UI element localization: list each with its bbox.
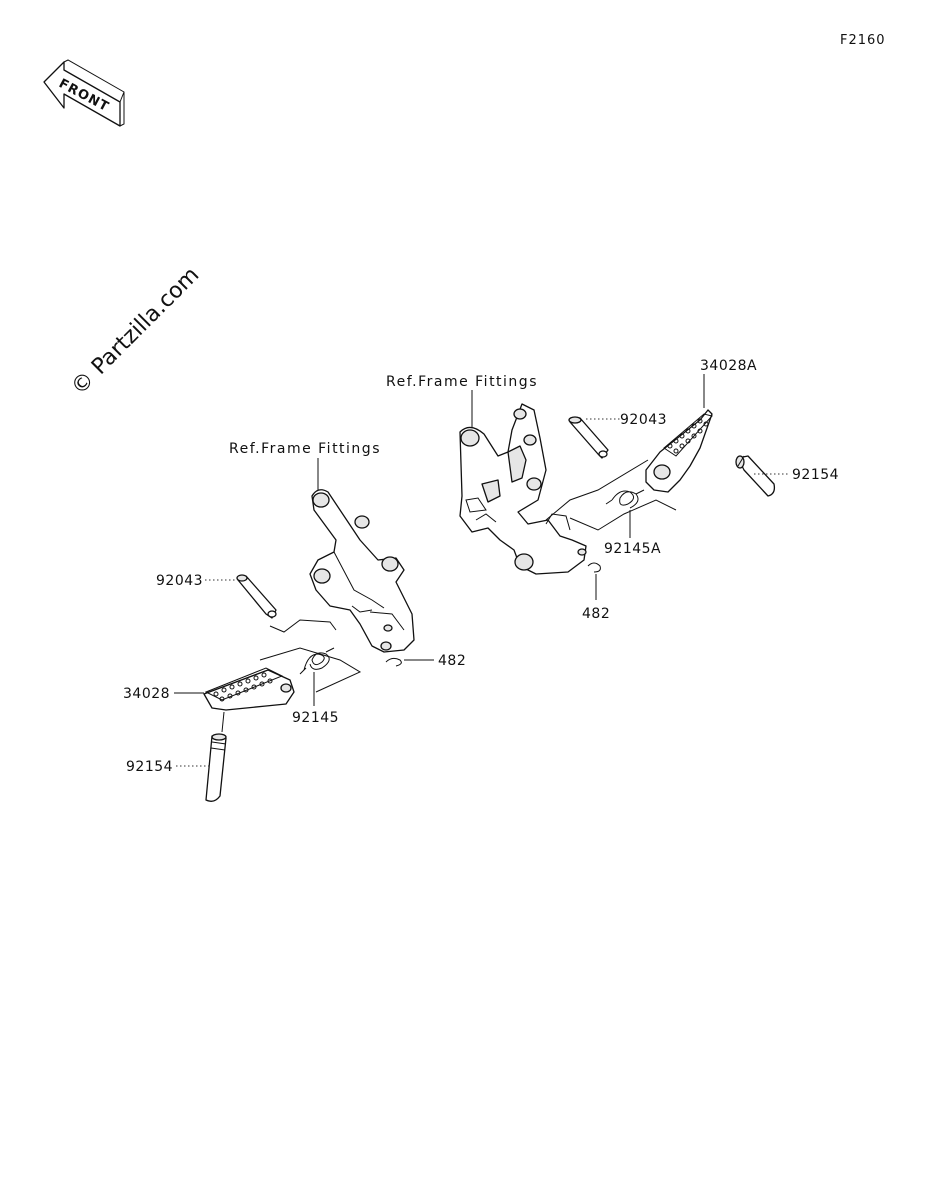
callout-right-clip: 482 — [582, 606, 610, 622]
front-arrow-icon: FRONT — [43, 59, 125, 127]
diagram-code: F2160 — [840, 33, 886, 48]
callout-left-peg: 34028 — [123, 686, 170, 702]
left-footrest-bracket — [309, 489, 415, 653]
right-footpeg-rubber — [735, 455, 776, 497]
watermark: © Partzilla.com — [67, 263, 205, 401]
callout-left-clip: 482 — [438, 653, 466, 669]
right-footpeg — [645, 409, 713, 493]
callout-right-spring: 92145A — [604, 541, 661, 557]
ref-frame-fittings-left: Ref.Frame Fittings — [229, 441, 381, 457]
callout-left-spring: 92145 — [292, 710, 339, 726]
callout-left-pin: 92043 — [156, 573, 203, 589]
left-snap-clip — [385, 657, 402, 667]
callout-right-peg: 34028A — [700, 358, 757, 374]
left-footpeg-rubber — [205, 733, 227, 802]
callout-left-rubber: 92154 — [126, 759, 173, 775]
right-pivot-pin — [568, 416, 609, 459]
callout-right-rubber: 92154 — [792, 467, 839, 483]
right-footrest-bracket — [459, 403, 587, 575]
callout-right-pin: 92043 — [620, 412, 667, 428]
ref-frame-fittings-right: Ref.Frame Fittings — [386, 374, 538, 390]
left-return-spring — [299, 647, 335, 675]
left-footpeg — [203, 667, 295, 711]
right-return-spring — [605, 489, 645, 509]
left-pivot-pin — [236, 574, 277, 619]
right-snap-clip — [587, 562, 601, 573]
